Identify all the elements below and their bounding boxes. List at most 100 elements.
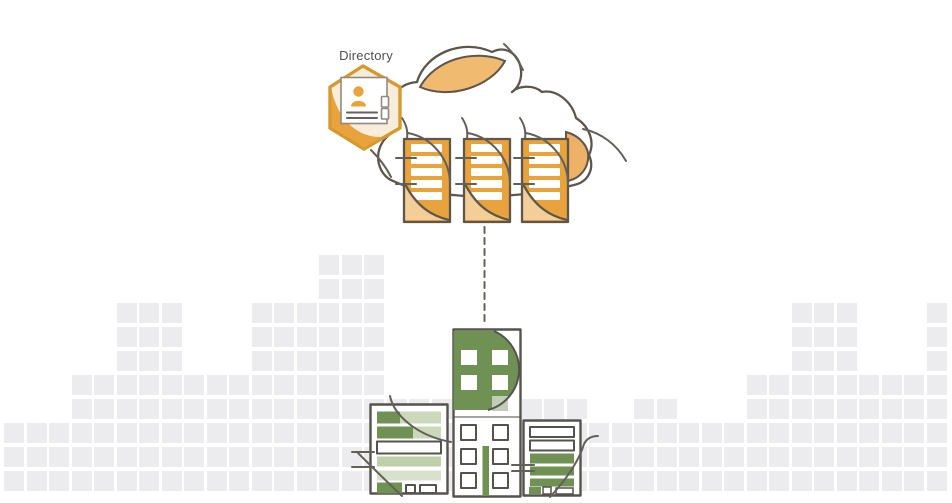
bg-square	[746, 471, 767, 491]
bg-square	[679, 447, 699, 467]
bg-square	[274, 471, 294, 491]
bg-square	[836, 471, 857, 491]
bg-square	[904, 375, 924, 395]
bg-square	[161, 327, 182, 347]
bg-square	[184, 471, 204, 491]
bg-square	[296, 447, 317, 467]
bg-square	[814, 447, 834, 467]
bg-square	[251, 351, 272, 371]
bg-square	[926, 447, 947, 467]
bg-square	[319, 423, 339, 443]
bg-square	[634, 471, 654, 491]
bg-square	[319, 303, 339, 323]
bg-square	[859, 471, 879, 491]
card-tabs	[380, 95, 390, 120]
bg-square	[319, 471, 339, 491]
bg-square	[139, 471, 159, 491]
bg-square	[94, 399, 114, 419]
bg-square	[836, 375, 857, 395]
bg-square	[139, 351, 159, 371]
bg-square	[656, 399, 677, 419]
bg-square	[296, 375, 317, 395]
building-windows-upper	[461, 350, 508, 390]
bg-square	[274, 375, 294, 395]
bg-square	[296, 303, 317, 323]
bg-square	[679, 423, 699, 443]
bg-square	[251, 303, 272, 323]
office-building-icons	[369, 328, 582, 498]
bg-square	[161, 351, 182, 371]
bg-square	[71, 447, 92, 467]
bg-square	[656, 447, 677, 467]
bg-square	[274, 327, 294, 347]
bg-square	[116, 351, 137, 371]
bg-square	[319, 327, 339, 347]
bg-square	[319, 375, 339, 395]
bg-square	[94, 447, 114, 467]
bg-square	[296, 399, 317, 419]
bg-square	[184, 399, 204, 419]
building-right	[522, 419, 582, 497]
bg-square	[341, 471, 362, 491]
bg-square	[746, 447, 767, 467]
bg-square	[589, 423, 609, 443]
contact-card	[340, 76, 388, 125]
bg-square	[94, 423, 114, 443]
bg-square	[791, 303, 812, 323]
bg-square	[296, 423, 317, 443]
bg-square	[251, 423, 272, 443]
bg-square	[161, 447, 182, 467]
bg-square	[26, 471, 47, 491]
bg-square	[206, 423, 227, 443]
bg-square	[139, 375, 159, 395]
bg-square	[814, 327, 834, 347]
bg-square	[589, 471, 609, 491]
bg-square	[634, 447, 654, 467]
bg-square	[139, 303, 159, 323]
bg-square	[859, 447, 879, 467]
bg-square	[296, 351, 317, 371]
bg-square	[94, 375, 114, 395]
bg-square	[791, 447, 812, 467]
bg-square	[251, 327, 272, 347]
bg-square	[859, 399, 879, 419]
bg-square	[296, 471, 317, 491]
bg-square	[184, 375, 204, 395]
leaf-shape	[565, 130, 590, 183]
bg-square	[814, 351, 834, 371]
bg-square	[521, 399, 542, 419]
bg-square	[746, 375, 767, 395]
bg-square	[274, 399, 294, 419]
bg-square	[791, 399, 812, 419]
bg-square	[139, 327, 159, 347]
bg-square	[4, 471, 24, 491]
bg-square	[836, 423, 857, 443]
bg-square	[881, 471, 902, 491]
bg-square	[341, 303, 362, 323]
bg-square	[274, 423, 294, 443]
server-icon	[520, 137, 570, 224]
bg-square	[701, 447, 722, 467]
bg-square	[904, 399, 924, 419]
bg-square	[341, 423, 362, 443]
bg-square	[859, 375, 879, 395]
card-text-lines	[346, 111, 378, 119]
bg-square	[229, 447, 249, 467]
bg-square	[251, 447, 272, 467]
bg-square	[116, 447, 137, 467]
bg-square	[116, 423, 137, 443]
bg-square	[566, 399, 587, 419]
bg-square	[139, 423, 159, 443]
sketch-lines-buildings	[351, 395, 599, 498]
bg-square	[836, 399, 857, 419]
building-windows-lower	[460, 424, 509, 489]
building-left	[369, 403, 449, 495]
bg-square	[274, 351, 294, 371]
bg-square	[769, 447, 789, 467]
bg-square	[206, 375, 227, 395]
bg-square	[611, 447, 632, 467]
bg-square	[926, 471, 947, 491]
hexagon-swoosh	[331, 90, 382, 148]
bg-square	[814, 423, 834, 443]
bg-square	[836, 351, 857, 371]
